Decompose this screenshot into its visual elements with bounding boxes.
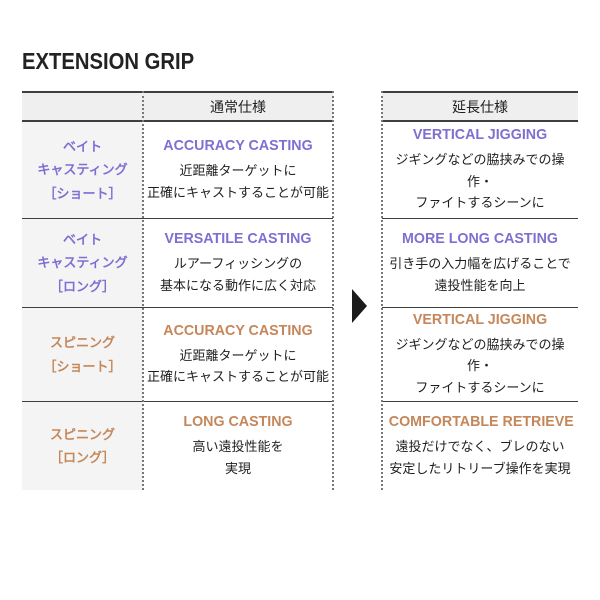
spec-description: ジギングなどの脇挟みでの操作・ ファイトするシーンに bbox=[384, 149, 576, 213]
spec-description: 遠投だけでなく、ブレのない 安定したリトリーブ操作を実現 bbox=[384, 436, 576, 479]
spec-description-line: ファイトするシーンに bbox=[415, 379, 545, 395]
extended-spec-cell: VERTICAL JIGGING ジギングなどの脇挟みでの操作・ ファイトするシ… bbox=[382, 308, 578, 402]
spec-description: ルアーフィッシングの 基本になる動作に広く対応 bbox=[145, 253, 331, 296]
spec-heading: ACCURACY CASTING bbox=[163, 137, 313, 155]
arrow-column-gap bbox=[333, 402, 382, 490]
spec-description-line: ジギングなどの脇挟みでの操作・ bbox=[395, 152, 565, 189]
spec-description-line: 正確にキャストすることが可能 bbox=[146, 184, 329, 200]
spec-description: ジギングなどの脇挟みでの操作・ ファイトするシーンに bbox=[384, 334, 576, 398]
spec-heading: VERTICAL JIGGING bbox=[412, 126, 548, 144]
spec-description-line: 近距離ターゲットに bbox=[179, 163, 297, 179]
row-label-line: スピニング bbox=[49, 426, 115, 442]
spec-heading: LONG CASTING bbox=[183, 413, 293, 431]
extended-spec-cell: COMFORTABLE RETRIEVE 遠投だけでなく、ブレのない 安定したリ… bbox=[382, 402, 578, 490]
spec-heading: COMFORTABLE RETRIEVE bbox=[388, 413, 574, 431]
spec-description-line: ルアーフィッシングの bbox=[173, 256, 303, 272]
right-triangle-icon bbox=[352, 289, 367, 323]
extended-spec-cell: VERTICAL JIGGING ジギングなどの脇挟みでの操作・ ファイトするシ… bbox=[382, 122, 578, 219]
spec-description-line: ファイトするシーンに bbox=[415, 195, 545, 211]
spec-heading: ACCURACY CASTING bbox=[163, 321, 313, 339]
row-label-line: キャスティング bbox=[37, 255, 128, 271]
spec-description-line: 実現 bbox=[224, 460, 251, 476]
spec-description-line: 安定したリトリーブ操作を実現 bbox=[389, 460, 571, 476]
spec-description-line: 近距離ターゲットに bbox=[179, 347, 297, 363]
row-label-line: キャスティング bbox=[37, 162, 128, 178]
dotted-divider bbox=[381, 91, 383, 490]
row-label-bait-casting-short: ベイト キャスティング ［ショート］ bbox=[22, 122, 143, 219]
extended-spec-cell: MORE LONG CASTING 引き手の入力幅を広げることで 遠投性能を向上 bbox=[382, 219, 578, 308]
row-label-line: ［ショート］ bbox=[43, 358, 122, 374]
header-arrow-gap bbox=[333, 91, 382, 122]
spec-description-line: 遠投性能を向上 bbox=[434, 277, 526, 293]
arrow-column-gap bbox=[333, 122, 382, 219]
normal-spec-cell: LONG CASTING 高い遠投性能を 実現 bbox=[143, 402, 333, 490]
dotted-divider bbox=[332, 91, 334, 490]
comparison-table: 通常仕様 延長仕様 ベイト キャスティング ［ショート］ ACCURACY CA… bbox=[22, 91, 578, 490]
row-label-line: ［ロング］ bbox=[49, 278, 115, 294]
spec-heading: VERTICAL JIGGING bbox=[412, 310, 548, 328]
normal-spec-cell: ACCURACY CASTING 近距離ターゲットに 正確にキャストすることが可… bbox=[143, 308, 333, 402]
row-label-line: ［ショート］ bbox=[43, 185, 122, 201]
spec-description: 近距離ターゲットに 正確にキャストすることが可能 bbox=[145, 345, 331, 388]
normal-spec-cell: VERSATILE CASTING ルアーフィッシングの 基本になる動作に広く対… bbox=[143, 219, 333, 308]
spec-description-line: 基本になる動作に広く対応 bbox=[159, 277, 316, 293]
spec-description-line: 正確にキャストすることが可能 bbox=[146, 369, 329, 384]
spec-description-line: 高い遠投性能を bbox=[192, 439, 284, 455]
header-extended-spec: 延長仕様 bbox=[382, 91, 578, 122]
spec-heading: VERSATILE CASTING bbox=[164, 230, 312, 248]
spec-description: 高い遠投性能を 実現 bbox=[145, 436, 331, 479]
row-label-line: ［ロング］ bbox=[49, 450, 115, 465]
normal-spec-cell: ACCURACY CASTING 近距離ターゲットに 正確にキャストすることが可… bbox=[143, 122, 333, 219]
spec-description-line: 引き手の入力幅を広げることで bbox=[389, 256, 571, 272]
row-label-line: ベイト bbox=[62, 231, 102, 247]
spec-heading: MORE LONG CASTING bbox=[402, 230, 558, 248]
page-title: EXTENSION GRIP bbox=[22, 48, 195, 74]
spec-description-line: 遠投だけでなく、ブレのない bbox=[395, 439, 565, 455]
row-label-line: ベイト bbox=[62, 138, 102, 154]
spec-description-line: ジギングなどの脇挟みでの操作・ bbox=[395, 336, 565, 374]
header-normal-spec: 通常仕様 bbox=[22, 91, 333, 122]
dotted-divider bbox=[142, 91, 144, 490]
spec-description: 引き手の入力幅を広げることで 遠投性能を向上 bbox=[384, 253, 576, 296]
row-label-line: スピニング bbox=[49, 335, 115, 351]
header-extended-spec-label: 延長仕様 bbox=[452, 98, 508, 115]
row-label-bait-casting-long: ベイト キャスティング ［ロング］ bbox=[22, 219, 143, 308]
row-label-spinning-long: スピニング ［ロング］ bbox=[22, 402, 143, 490]
spec-description: 近距離ターゲットに 正確にキャストすることが可能 bbox=[145, 160, 331, 203]
row-label-spinning-short: スピニング ［ショート］ bbox=[22, 308, 143, 402]
header-normal-spec-label: 通常仕様 bbox=[210, 98, 266, 115]
